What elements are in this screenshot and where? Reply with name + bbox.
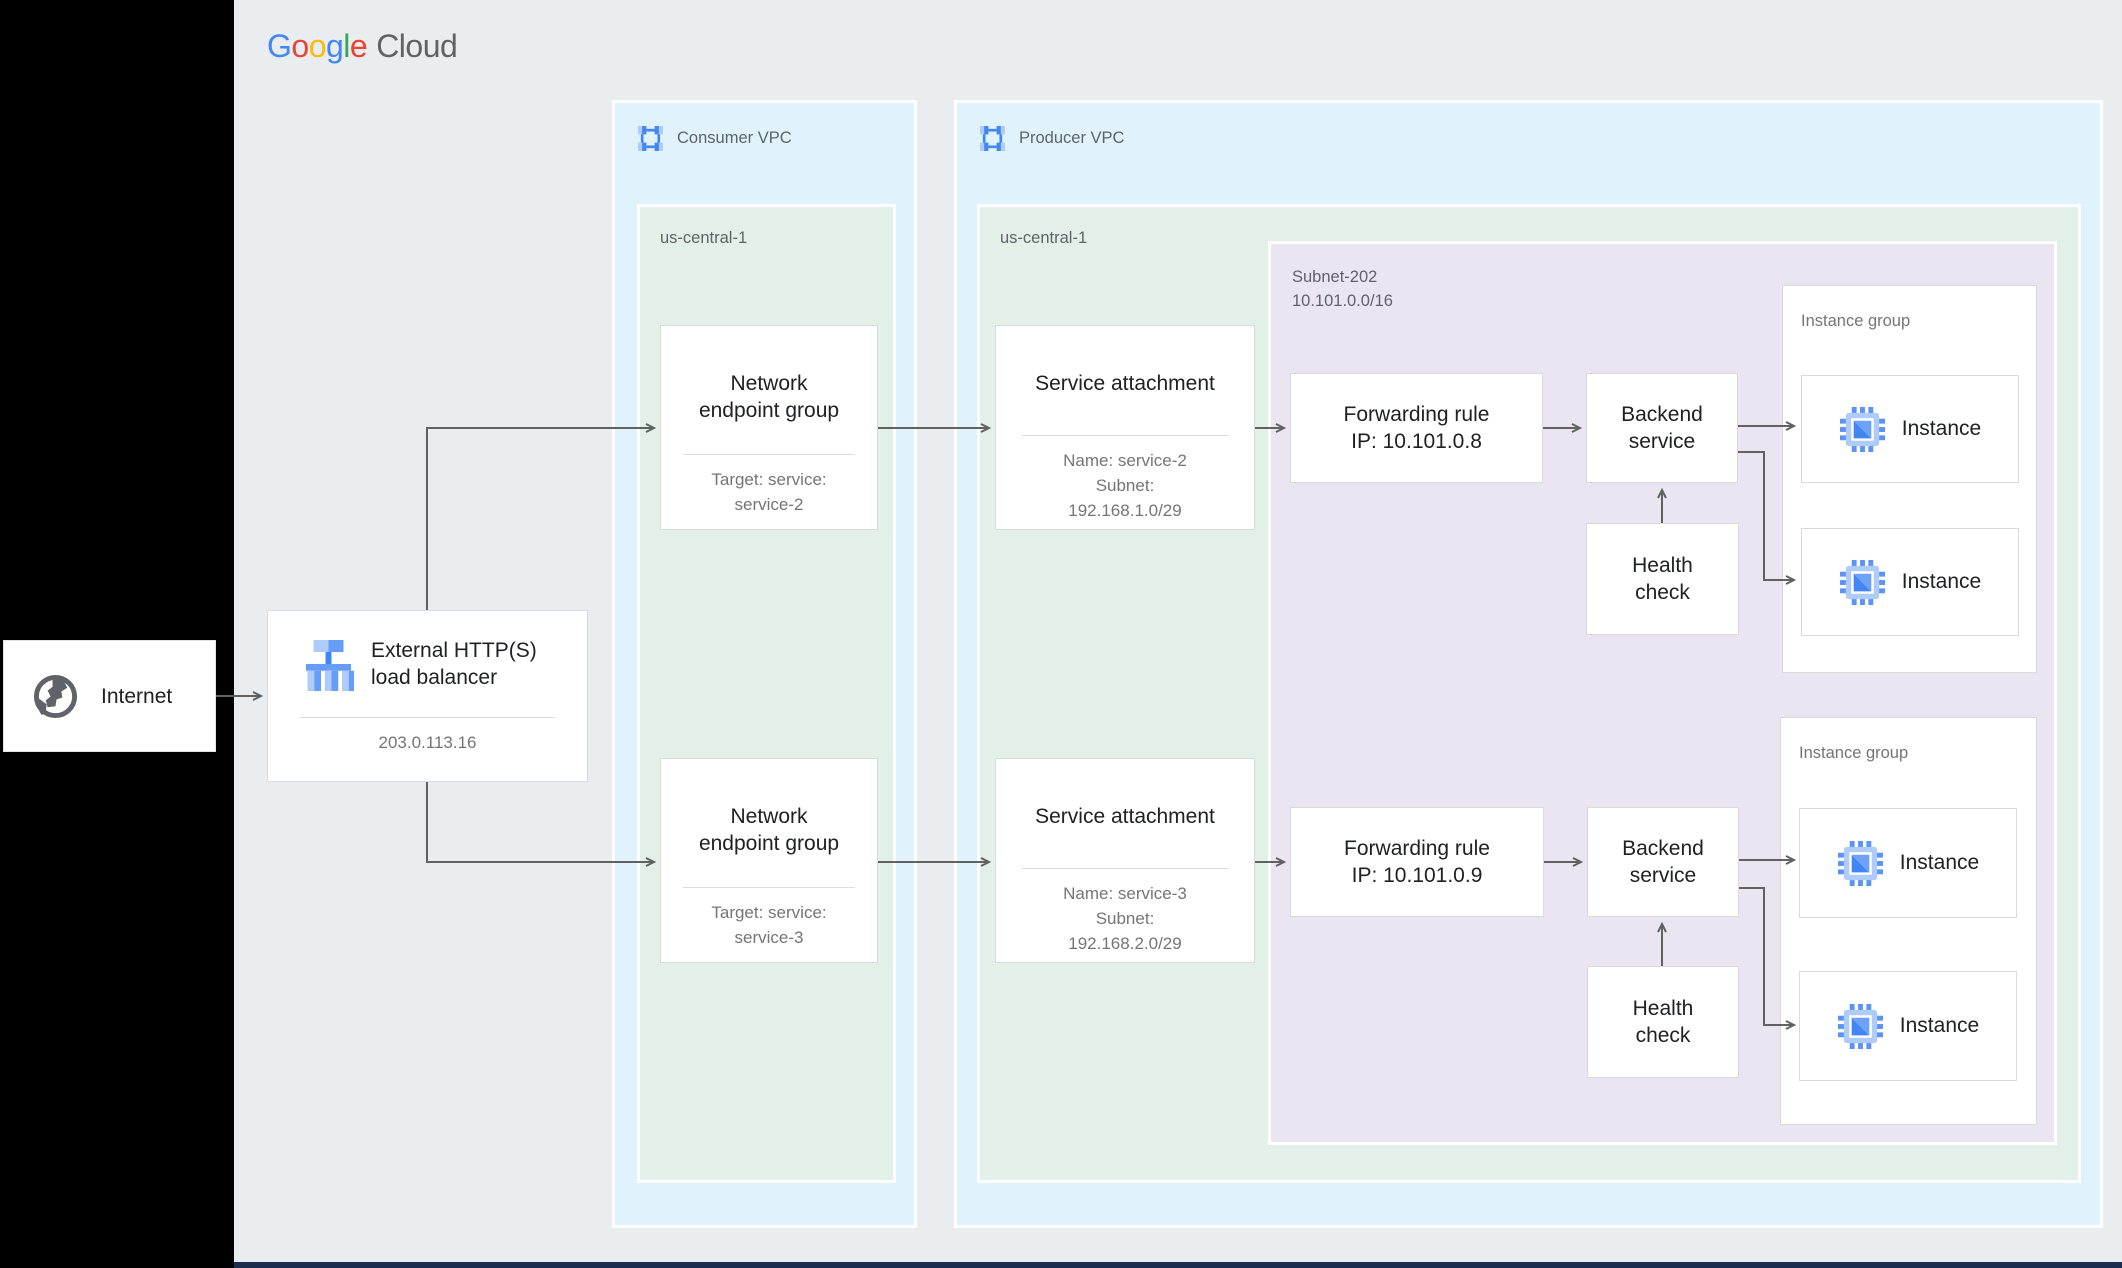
divider [1021,868,1229,869]
health-check-2: Health check [1587,966,1739,1078]
instance-node: Instance [1799,808,2017,918]
forwarding-rule-text: Forwarding rule IP: 10.101.0.8 [1343,403,1490,453]
vpc-icon [638,126,663,151]
load-balancer-icon [306,640,354,691]
instance-group-label: Instance group [1799,744,1909,762]
bottom-accent-bar [234,1262,2122,1268]
network-endpoint-group-2: Network endpoint group Target: service: … [660,758,878,963]
logo-letter: l [343,28,350,64]
globe-icon [33,674,78,718]
logo-letter: g [325,28,344,64]
neg-title: Network endpoint group [698,805,840,855]
compute-instance-icon [1839,559,1885,605]
backend-service-text: Backend service [1621,403,1703,453]
consumer-vpc-header: Consumer VPC [637,125,792,152]
divider [1021,435,1229,436]
service-attachment-2: Service attachment Name: service-3 Subne… [995,758,1255,963]
divider [299,717,556,718]
logo-cloud-text: Cloud [376,28,458,64]
load-balancer-header: External HTTP(S) load balancer [268,611,587,694]
logo-letter: o [291,28,309,64]
logo-letter: o [308,28,327,64]
service-attachment-details: Name: service-3 Subnet: 192.168.2.0/29 [1063,884,1187,953]
load-balancer-node: External HTTP(S) load balancer 203.0.113… [267,610,588,782]
divider [682,454,856,455]
instance-node: Instance [1801,528,2019,636]
backend-service-text: Backend service [1622,837,1704,887]
service-attachment-1: Service attachment Name: service-2 Subne… [995,325,1255,530]
neg-target: Target: service: service-3 [711,903,827,947]
network-endpoint-group-1: Network endpoint group Target: service: … [660,325,878,530]
subnet-label: Subnet-202 10.101.0.0/16 [1292,268,1393,310]
logo-letter: G [267,28,292,64]
producer-vpc-header: Producer VPC [979,125,1124,152]
backend-service-1: Backend service [1586,373,1738,483]
google-cloud-logo: G o o g l e Cloud [267,28,458,65]
service-attachment-title: Service attachment [1035,372,1215,395]
instance-label: Instance [1901,417,1982,440]
vpc-icon [980,126,1005,151]
compute-instance-icon [1839,406,1885,452]
backend-service-2: Backend service [1587,807,1739,917]
compute-instance-icon [1837,840,1883,886]
instance-group-label: Instance group [1801,312,1911,330]
consumer-region-label: us-central-1 [660,229,748,247]
neg-target: Target: service: service-2 [711,470,827,514]
forwarding-rule-2: Forwarding rule IP: 10.101.0.9 [1290,807,1544,917]
service-attachment-title: Service attachment [1035,805,1215,828]
instance-node: Instance [1801,375,2019,483]
health-check-text: Health check [1632,997,1694,1047]
instance-label: Instance [1899,1014,1980,1037]
logo-letter: e [349,28,368,64]
producer-vpc-label: Producer VPC [1019,129,1125,147]
load-balancer-title: External HTTP(S) load balancer [371,639,537,689]
service-attachment-details: Name: service-2 Subnet: 192.168.1.0/29 [1063,451,1187,520]
instance-node: Instance [1799,971,2017,1081]
instance-group-1: Instance group Instance [1782,285,2037,673]
forwarding-rule-text: Forwarding rule IP: 10.101.0.9 [1344,837,1490,887]
compute-instance-icon [1837,1003,1883,1049]
internet-node: Internet [3,640,216,752]
consumer-vpc-label: Consumer VPC [677,129,792,147]
instance-label: Instance [1899,851,1980,874]
health-check-1: Health check [1586,523,1739,635]
internet-label: Internet [101,684,173,708]
health-check-text: Health check [1632,554,1693,604]
producer-region-label: us-central-1 [1000,229,1088,247]
instance-group-2: Instance group Instance [1780,717,2037,1125]
load-balancer-ip: 203.0.113.16 [378,733,477,752]
neg-title: Network endpoint group [698,372,840,422]
forwarding-rule-1: Forwarding rule IP: 10.101.0.8 [1290,373,1543,483]
divider [682,887,856,888]
instance-label: Instance [1901,570,1982,593]
